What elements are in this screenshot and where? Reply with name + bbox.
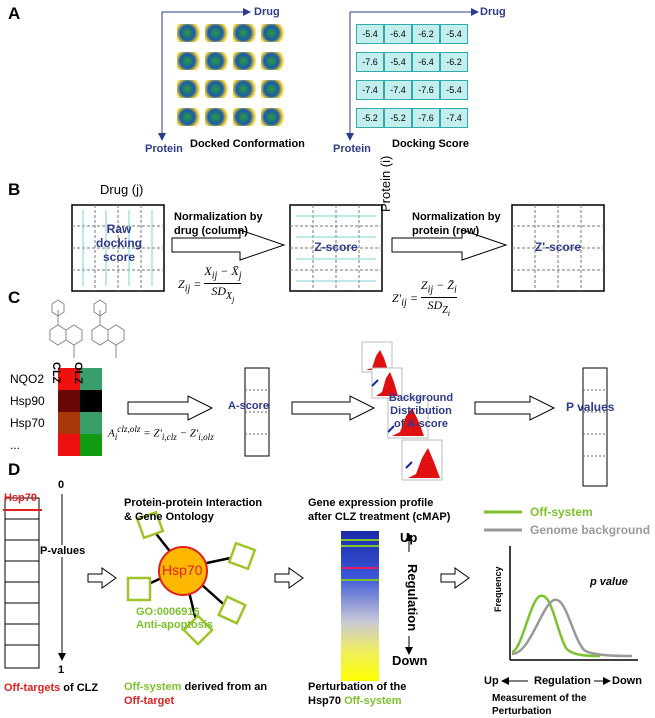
score-cell: -5.2: [356, 108, 384, 128]
conformation-cell: [261, 108, 287, 126]
conformation-cell: [261, 80, 287, 98]
panel-a-protein-axis-left: Protein: [145, 143, 183, 155]
docked-conformation-title: Docked Conformation: [190, 138, 305, 150]
legend-offsystem: Off-system: [530, 505, 593, 519]
score-cell: -5.4: [356, 24, 384, 44]
p-values-axis-label: P-values: [40, 545, 86, 557]
normalization-by-protein: Normalization by protein (row): [412, 211, 501, 237]
z-prime-score-box: Z'-score: [534, 240, 582, 254]
down-label: Down: [392, 653, 428, 668]
panel-d-label: D: [8, 460, 21, 479]
conformation-cell: [233, 24, 259, 42]
conformation-cell: [177, 24, 203, 42]
conformation-cell: [205, 24, 231, 42]
p-values-label: P values: [566, 400, 615, 414]
conformation-cell: [177, 80, 203, 98]
conformation-cell: [177, 52, 203, 70]
row-hsp90: Hsp90: [10, 394, 45, 408]
score-cell: -5.4: [440, 24, 468, 44]
conformation-cell: [233, 52, 259, 70]
z-score-box: Z-score: [314, 240, 358, 254]
panel-a-drug-axis-right: Drug: [480, 6, 506, 18]
background-distribution-label: Background Distribution of A-score: [388, 392, 454, 430]
p-value-label: p value: [590, 576, 628, 588]
score-cell: -7.6: [412, 108, 440, 128]
panel-a-axes: [158, 8, 479, 141]
p-axis-zero: 0: [58, 479, 65, 491]
score-cell: -7.4: [440, 108, 468, 128]
conformation-cell: [261, 52, 287, 70]
docking-score-title: Docking Score: [392, 138, 470, 150]
axis-down-label: Down: [612, 675, 642, 687]
panel-b-label: B: [8, 180, 21, 199]
hsp70-node-label: Hsp70: [162, 562, 203, 578]
hsp70-offtarget-label: Hsp70: [4, 492, 38, 504]
score-cell: -5.4: [440, 80, 468, 100]
score-cell: -7.4: [384, 80, 412, 100]
conformation-cell: [177, 108, 203, 126]
score-cell: -5.2: [384, 108, 412, 128]
row-nqo2: NQO2: [10, 372, 45, 386]
a-score-formula: Aiclz,olz = Z'i,clz − Z'i,olz: [108, 424, 214, 442]
score-cell: -6.4: [384, 24, 412, 44]
panel-c-graphics: [49, 299, 608, 487]
up-label: Up: [400, 530, 418, 545]
ppi-title: Protein-protein Interaction & Gene Ontol…: [124, 497, 263, 523]
score-cell: -6.4: [412, 52, 440, 72]
conformation-cell: [205, 52, 231, 70]
panel-b-boxes: [71, 204, 605, 292]
drug-j-label: Drug (j): [100, 182, 144, 197]
normalization-by-drug: Normalization by drug (column): [174, 211, 263, 237]
axis-regulation-label: Regulation: [534, 675, 591, 687]
raw-docking-score-box: Raw docking score: [95, 222, 142, 264]
score-cell: -7.6: [356, 52, 384, 72]
a-score-label: A-score: [228, 400, 269, 412]
p-axis-one: 1: [58, 664, 65, 676]
regulation-vertical-label: Regulation: [405, 564, 420, 632]
score-cell: -7.6: [412, 80, 440, 100]
axis-up-label: Up: [484, 675, 499, 687]
conformation-cell: [233, 80, 259, 98]
perturbation-caption: Perturbation of the Hsp70 Off-system: [308, 681, 407, 707]
col-olz: OLZ: [72, 362, 84, 384]
row-hsp70: Hsp70: [10, 416, 45, 430]
go-id-label: GO:0006916: [136, 606, 200, 618]
offsystem-caption: Off-system derived from an Off-target: [124, 681, 268, 707]
panel-a-label: A: [8, 4, 21, 23]
score-cell: -6.2: [440, 52, 468, 72]
go-name-label: Anti-apoptosis: [136, 619, 213, 631]
measurement-caption: Measurement of the Perturbation: [492, 693, 587, 717]
expression-title: Gene expression profile after CLZ treatm…: [308, 497, 451, 523]
protein-i-label: Protein (i): [378, 155, 393, 212]
conformation-cell: [205, 80, 231, 98]
row-ellipsis: ...: [10, 438, 21, 452]
background-histograms: [361, 341, 443, 481]
panel-c-label: C: [8, 288, 21, 307]
frequency-axis-label: Frequency: [493, 566, 503, 612]
panel-a-protein-axis-right: Protein: [333, 143, 371, 155]
score-cell: -5.4: [384, 52, 412, 72]
col-clz: CLZ: [50, 362, 62, 384]
score-cell: -6.2: [412, 24, 440, 44]
conformation-cell: [261, 24, 287, 42]
legend-genome: Genome background: [530, 523, 651, 537]
score-cell: -7.4: [356, 80, 384, 100]
panel-d-graphics: [3, 494, 638, 685]
panel-a-drug-axis-left: Drug: [254, 6, 280, 18]
conformation-cell: [233, 108, 259, 126]
offtargets-caption: Off-targets of CLZ: [4, 682, 99, 694]
conformation-cell: [205, 108, 231, 126]
